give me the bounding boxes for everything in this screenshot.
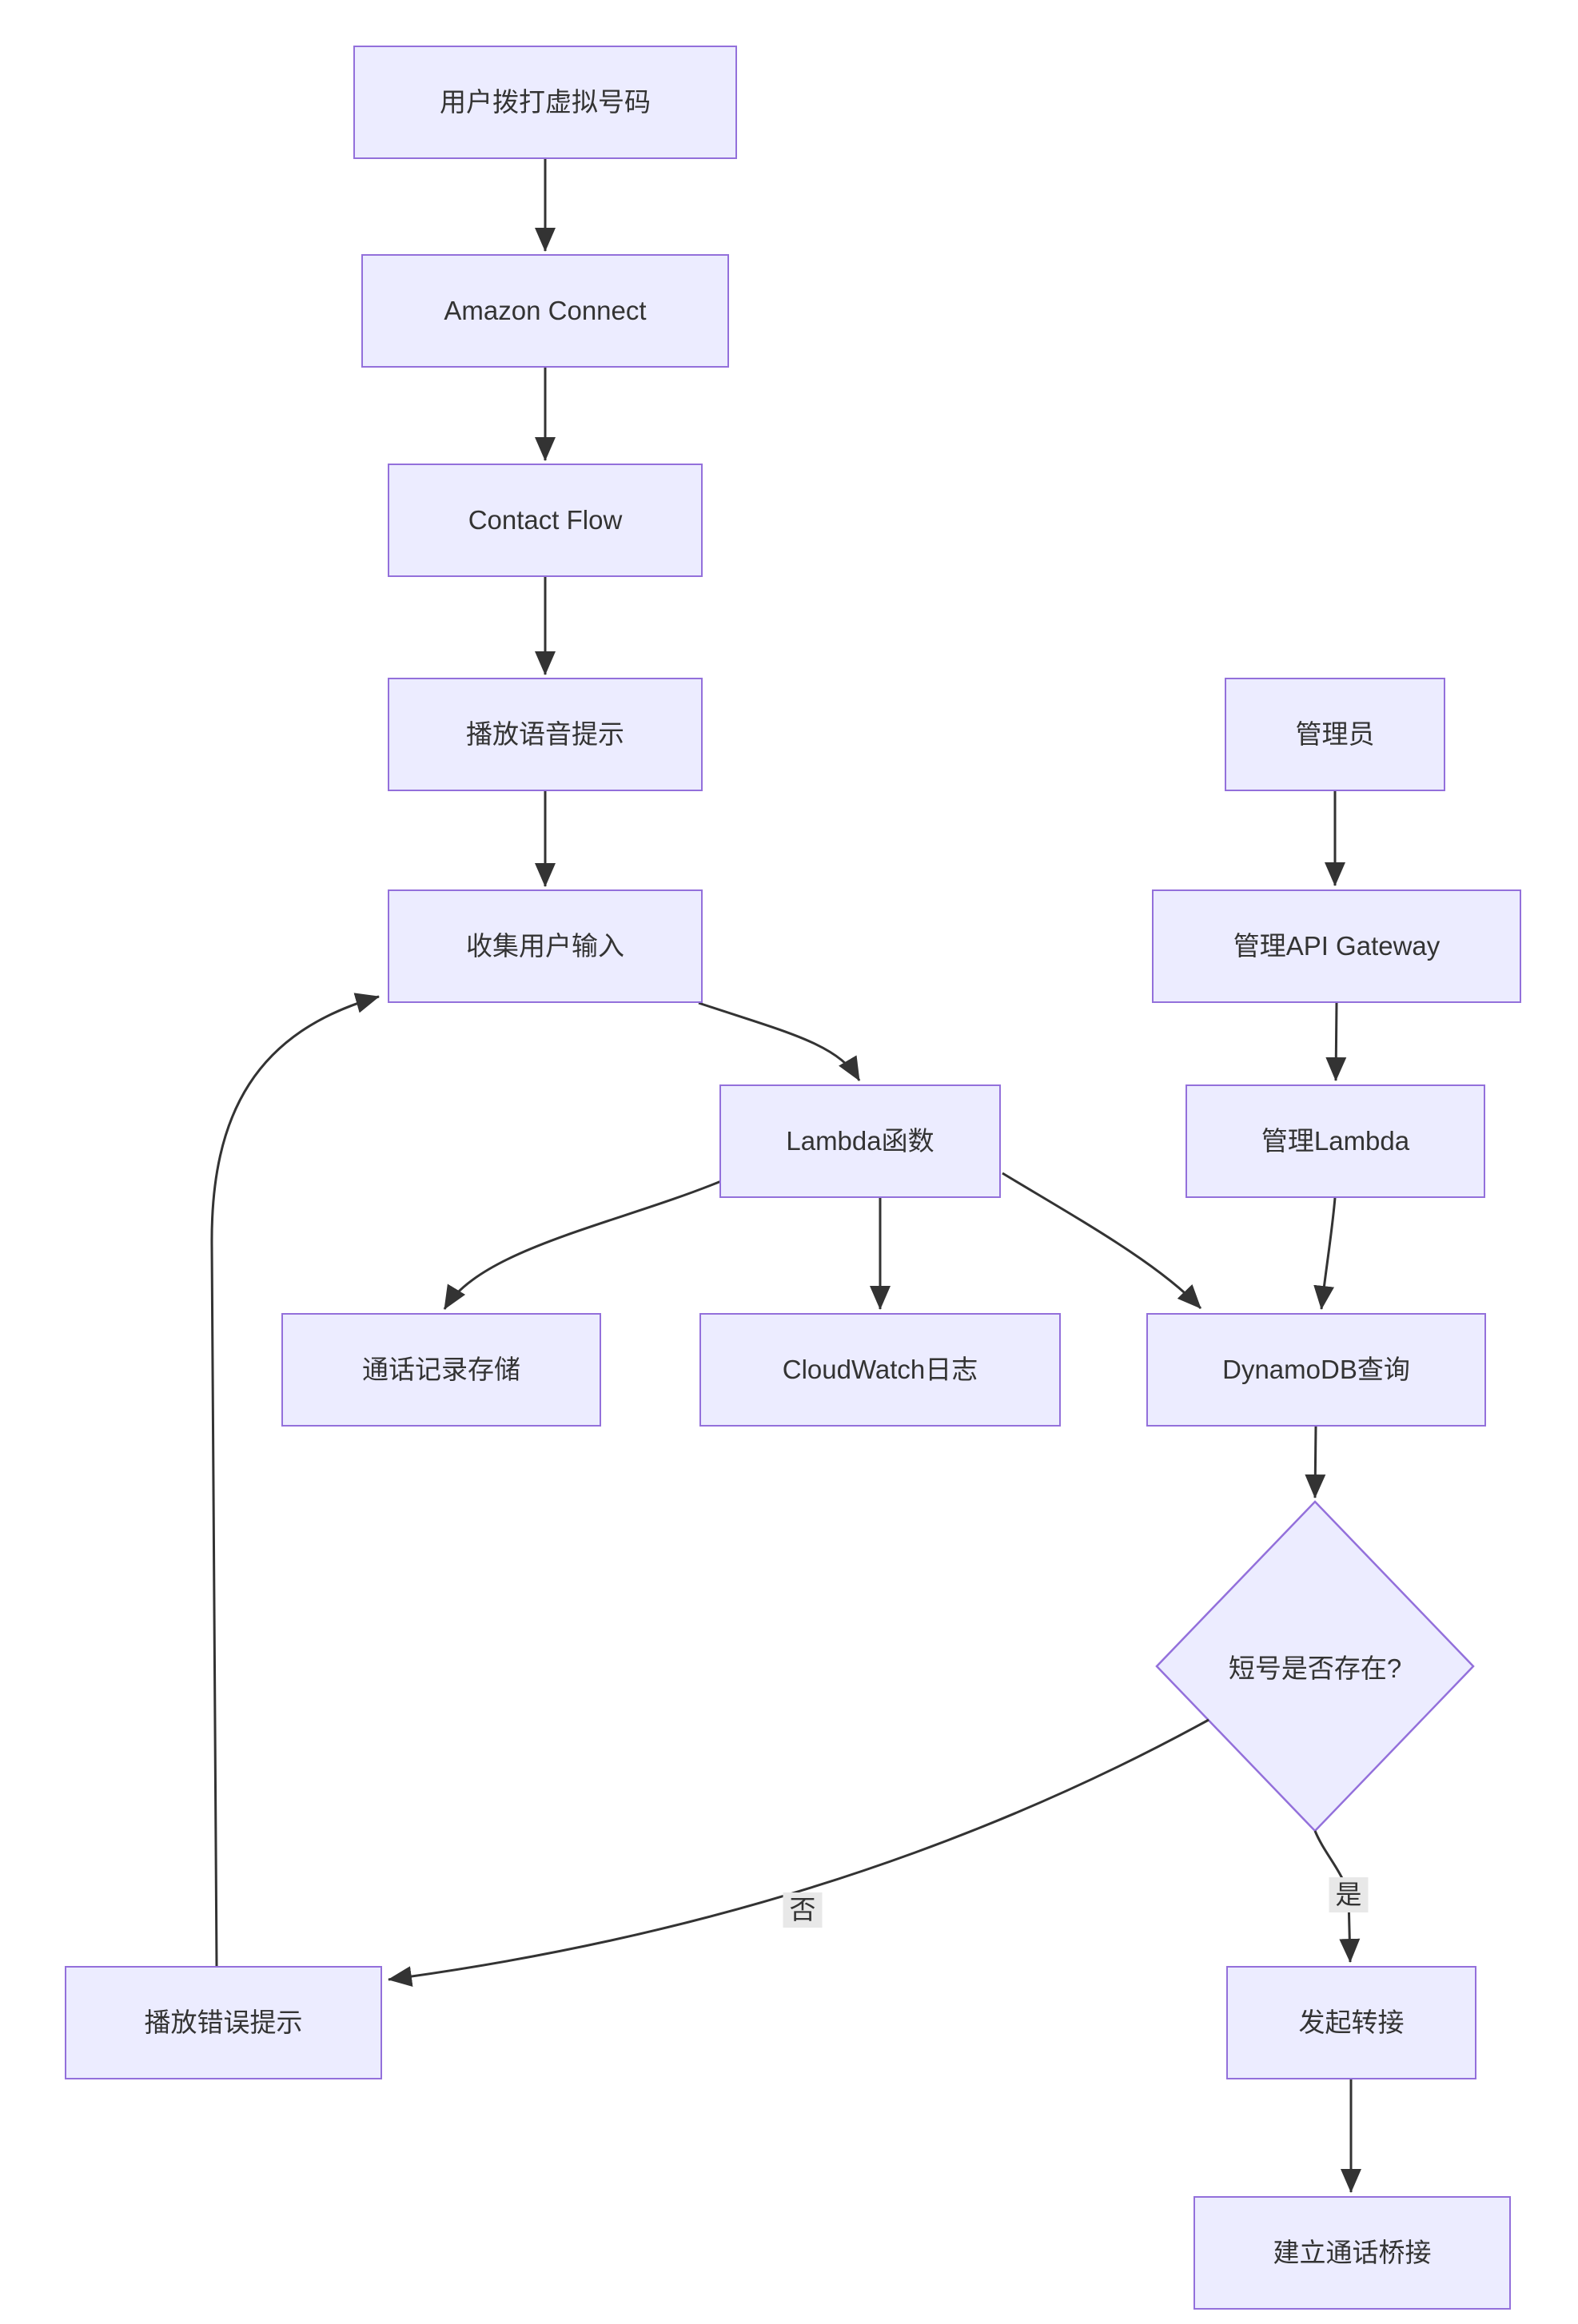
node-contact-flow: Contact Flow [388, 464, 703, 577]
node-initiate-transfer-label: 发起转接 [1298, 2008, 1405, 2038]
node-play-voice-prompt: 播放语音提示 [388, 678, 703, 791]
edge-short-number-exists-no-to-play-error-prompt [388, 1718, 1209, 1988]
node-initiate-transfer: 发起转接 [1226, 1966, 1476, 2079]
node-play-error-prompt: 播放错误提示 [65, 1966, 382, 2079]
node-call-record-storage-label: 通话记录存储 [362, 1355, 520, 1385]
node-admin-label: 管理员 [1295, 719, 1375, 750]
node-lambda-function: Lambda函数 [719, 1084, 1001, 1198]
node-play-voice-prompt-label: 播放语音提示 [466, 719, 624, 750]
edge-lambda-function-to-dynamodb-query [1002, 1172, 1202, 1310]
edge-collect-user-input-to-lambda-function [698, 1001, 861, 1081]
node-collect-user-input-label: 收集用户输入 [466, 931, 624, 961]
node-admin-lambda: 管理Lambda [1185, 1084, 1485, 1198]
node-short-number-exists: 短号是否存在? [1157, 1626, 1473, 1706]
edge-admin-lambda-to-dynamodb-query [1313, 1197, 1337, 1310]
edge-label-no: 否 [783, 1892, 823, 1928]
edge-dynamodb-query-to-short-number-exists [1305, 1426, 1326, 1498]
node-play-error-prompt-label: 播放错误提示 [144, 2008, 303, 2038]
node-admin-lambda-label: 管理Lambda [1261, 1126, 1410, 1156]
node-dynamodb-query-label: DynamoDB查询 [1222, 1355, 1410, 1385]
node-establish-call-bridge-label: 建立通话桥接 [1273, 2238, 1432, 2268]
node-short-number-exists-label: 短号是否存在? [1228, 1653, 1402, 1683]
node-call-record-storage: 通话记录存储 [281, 1313, 601, 1427]
edge-play-error-prompt-to-collect-user-input [210, 993, 380, 1967]
node-contact-flow-label: Contact Flow [468, 505, 623, 535]
node-amazon-connect-label: Amazon Connect [444, 296, 647, 326]
edge-lambda-function-to-call-record-storage [443, 1180, 722, 1310]
node-establish-call-bridge: 建立通话桥接 [1193, 2196, 1511, 2310]
node-user-dial-label: 用户拨打虚拟号码 [440, 87, 651, 117]
node-amazon-connect: Amazon Connect [361, 254, 729, 368]
node-admin-api-gateway-label: 管理API Gateway [1233, 931, 1441, 961]
node-admin-api-gateway: 管理API Gateway [1152, 889, 1521, 1003]
node-admin: 管理员 [1225, 678, 1445, 791]
node-cloudwatch-logs-label: CloudWatch日志 [782, 1355, 978, 1385]
edge-label-yes: 是 [1329, 1877, 1369, 1912]
node-collect-user-input: 收集用户输入 [388, 889, 703, 1003]
node-lambda-function-label: Lambda函数 [786, 1126, 934, 1156]
edge-admin-api-gateway-to-admin-lambda [1325, 1002, 1347, 1081]
node-dynamodb-query: DynamoDB查询 [1146, 1313, 1486, 1427]
node-user-dial: 用户拨打虚拟号码 [353, 46, 737, 159]
node-cloudwatch-logs: CloudWatch日志 [699, 1313, 1061, 1427]
